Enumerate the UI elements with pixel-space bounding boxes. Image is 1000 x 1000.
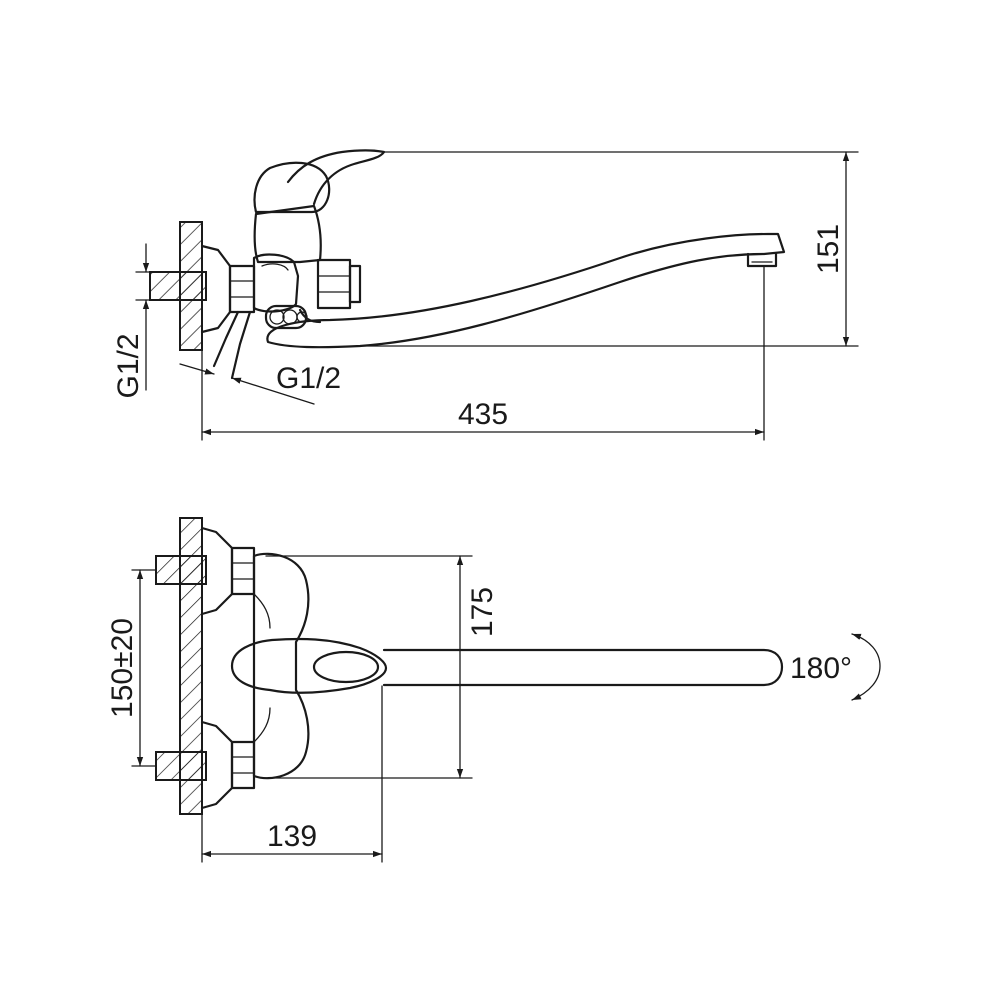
rotation-arrow-icon — [851, 633, 881, 701]
nut-lower — [230, 740, 256, 790]
eccentric-pipe — [149, 271, 207, 301]
diverter-knob — [316, 258, 362, 310]
dimension-inlet-spacing-label: 150±20 — [106, 618, 139, 718]
nut-upper — [230, 546, 256, 596]
dimension-body-thread: G1/2 — [179, 362, 341, 405]
spout-aerator — [746, 252, 778, 268]
spout — [266, 232, 786, 349]
mixer-body — [253, 204, 322, 264]
dimension-spout-reach-label: 435 — [458, 398, 508, 431]
rotation-indicator: 180° — [790, 633, 881, 701]
lever-handle-top — [230, 637, 388, 694]
lever-handle — [286, 149, 386, 206]
eccentric-pipe-upper — [155, 555, 207, 585]
cartridge-cap — [253, 161, 331, 214]
dimension-body-thread-label: G1/2 — [276, 362, 341, 395]
side-view: 151 435 G1/2 G1/2 — [112, 149, 859, 441]
mixer-body-top — [252, 552, 310, 780]
rotation-label: 180° — [790, 652, 852, 685]
lever-grip — [312, 650, 380, 684]
dimension-spout-reach: 435 — [201, 265, 765, 441]
dimension-wall-thread-label: G1/2 — [112, 333, 145, 398]
dimension-body-depth-label: 175 — [466, 587, 499, 637]
inlet-connector — [252, 253, 300, 313]
top-view: 175 139 150±20 180° — [106, 517, 881, 863]
wall-section-top — [179, 517, 203, 815]
dimension-wall-thread: G1/2 — [112, 243, 151, 399]
dimension-body-depth: 175 — [265, 555, 499, 779]
dimension-height-label: 151 — [812, 224, 845, 274]
spout-top — [382, 648, 784, 687]
union-nut — [228, 264, 256, 314]
eccentric-pipe-lower — [155, 751, 207, 781]
dimension-wall-offset: 139 — [201, 685, 383, 863]
dimension-wall-offset-label: 139 — [267, 820, 317, 853]
dimension-height: 151 — [359, 151, 859, 347]
dimension-inlet-spacing: 150±20 — [106, 569, 157, 767]
